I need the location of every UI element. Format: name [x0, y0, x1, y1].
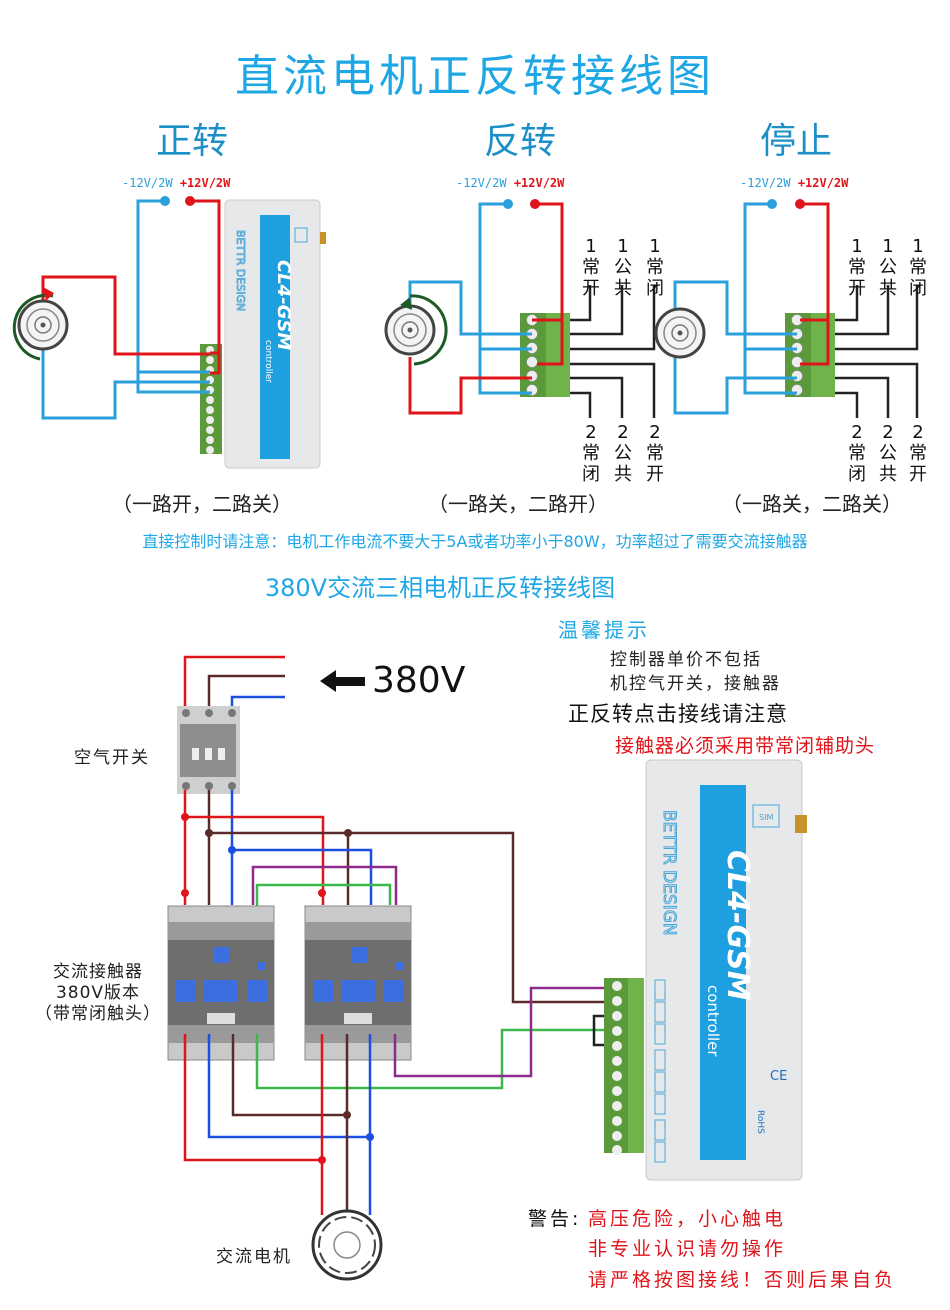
tips-highlight: 接触器必须采用带常闭辅助头 — [615, 735, 876, 757]
gsm-controller-small: CL4-GSM controller BETTR DESIGN — [224, 199, 326, 469]
contactor-label-line: 380V版本 — [55, 983, 141, 1003]
main-title: 直流电机正反转接线图 — [235, 51, 715, 102]
warning-line: 非专业认识请勿操作 — [588, 1238, 787, 1260]
antenna-connector-icon — [795, 815, 807, 833]
positive-voltage-label: +12V/2W — [179, 176, 231, 190]
warning-line: 请严格按图接线！否则后果自负 — [588, 1269, 897, 1291]
tips-line: 正反转点击接线请注意 — [568, 702, 788, 726]
controller-model-text: CL4-GSM — [273, 260, 294, 350]
controller-subtitle: controller — [704, 985, 722, 1057]
negative-voltage-label: -12V/2W — [456, 176, 507, 190]
arrow-left-icon — [320, 670, 365, 692]
rotation-arrow-icon — [12, 293, 54, 361]
panel-stop — [654, 199, 919, 418]
positive-voltage-label: +12V/2W — [513, 176, 565, 190]
controller-model-text: CL4-GSM — [720, 850, 755, 1001]
power-label-group-1: -12V/2W +12V/2W — [122, 176, 230, 190]
wire-positive — [190, 199, 221, 375]
tips-line: 机控气开关，接触器 — [610, 674, 781, 694]
power-label-group-2: -12V/2W +12V/2W — [456, 176, 564, 190]
panel-caption-reverse: （一路关，二路开） — [428, 492, 608, 516]
panel-title-reverse: 反转 — [484, 121, 557, 162]
ac-motor-icon — [311, 1209, 383, 1281]
dc-motor-icon — [384, 304, 436, 356]
air-switch-label: 空气开关 — [74, 748, 150, 768]
ac-section-title: 380V交流三相电机正反转接线图 — [264, 574, 616, 602]
contactor-label-line: 交流接触器 — [53, 962, 143, 982]
dc-motor-icon — [17, 299, 69, 351]
voltage-label: 380V — [372, 660, 466, 701]
power-label-group-3: -12V/2W +12V/2W — [740, 176, 848, 190]
air-switch — [177, 706, 240, 794]
ac-motor-label: 交流电机 — [216, 1247, 292, 1267]
warning-prefix: 警告: — [528, 1208, 582, 1230]
panel-forward: CL4-GSM controller BETTR DESIGN — [12, 196, 326, 469]
negative-voltage-label: -12V/2W — [122, 176, 173, 190]
ac-wiring: CL4-GSM controller BETTR DESIGN SIM CE R… — [167, 655, 807, 1281]
dc-motor-icon — [654, 307, 706, 359]
warning-line: 高压危险，小心触电 — [588, 1208, 787, 1230]
sim-label: SIM — [759, 813, 773, 822]
contactor-label-line: （带常闭触头） — [35, 1004, 161, 1024]
negative-voltage-label: -12V/2W — [740, 176, 791, 190]
dc-current-note: 直接控制时请注意：电机工作电流不要大于5A或者功率小于80W，功率超过了需要交流… — [142, 532, 808, 551]
contactor-label: 交流接触器 380V版本 （带常闭触头） — [28, 962, 168, 1025]
tips-heading: 温馨提示 — [558, 618, 650, 642]
positive-voltage-label: +12V/2W — [797, 176, 849, 190]
tips-line: 控制器单价不包括 — [610, 650, 762, 670]
rotation-arrow-icon — [409, 294, 448, 366]
controller-subtitle: controller — [263, 340, 273, 383]
brand-text: BETTR DESIGN — [659, 810, 679, 936]
panel-caption-forward: （一路开，二路关） — [112, 492, 292, 516]
terminal-block-large — [604, 978, 644, 1155]
panel-title-forward: 正转 — [156, 121, 229, 162]
panel-reverse — [384, 199, 656, 418]
gsm-controller-large: CL4-GSM controller BETTR DESIGN SIM CE R… — [645, 759, 807, 1181]
wire-negative — [136, 199, 210, 394]
contactor-2 — [304, 905, 412, 1061]
panel-caption-stop: （一路关，二路关） — [722, 492, 902, 516]
ce-mark: CE — [770, 1069, 787, 1084]
rohs-mark: RoHS — [755, 1110, 765, 1134]
panel-title-stop: 停止 — [760, 121, 833, 162]
brand-text: BETTR DESIGN — [234, 230, 247, 311]
